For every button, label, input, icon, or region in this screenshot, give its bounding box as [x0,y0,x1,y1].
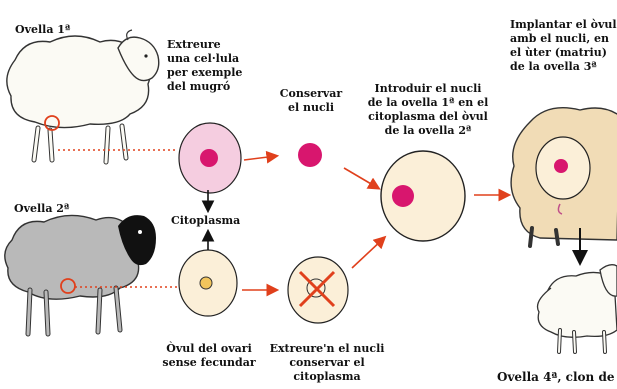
extract-cell-label: Extreure una cel·lula per exemple del mu… [167,38,242,94]
ovum-label: Òvul del ovari sense fecundar [154,342,264,370]
clone-label: Ovella 4ª, clon de [497,370,617,384]
remove-nucleus-label: Extreure'n el nucli conservar el citopla… [262,342,392,384]
introduce-nucleus-label: Introduir el nucli de la ovella 1ª en el… [362,82,494,138]
sheep-3 [511,108,617,246]
cytoplasm-label: Citoplasma [171,214,240,228]
sheep-2 [5,215,156,334]
sheep-1 [7,30,159,162]
kept-nucleus [298,143,322,167]
keep-nucleus-label: Conservar el nucli [272,87,350,115]
sheep-2-label: Ovella 2ª [14,202,69,216]
ovum-nucleus [200,277,212,289]
implant-label: Implantar el òvul amb el nucli, en el ùt… [510,18,617,74]
sheep-1-label: Ovella 1ª [15,23,70,37]
implanted-nucleus [392,185,414,207]
arrow-2 [344,168,378,188]
cell-nucleus [200,149,218,167]
arrow-4 [352,238,384,268]
arrow-1 [244,156,276,160]
sheep-4-clone [538,265,617,352]
